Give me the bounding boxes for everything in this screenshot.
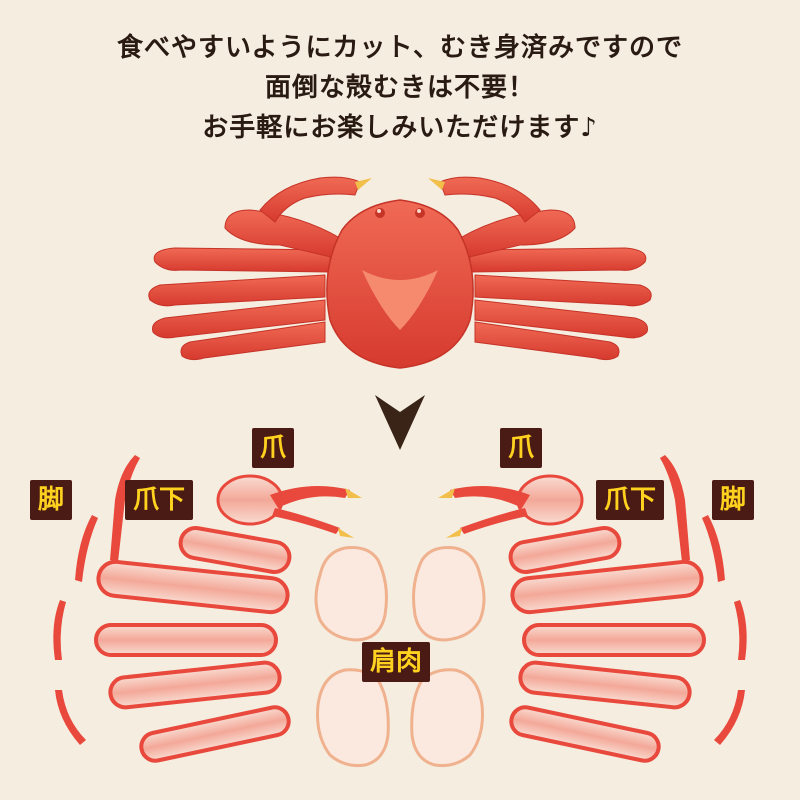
- left-cut-pieces: [53, 455, 362, 763]
- right-cut-pieces: [438, 455, 747, 763]
- down-arrow-icon: [375, 395, 425, 450]
- label-kyaku-right: 脚: [712, 480, 755, 520]
- headline: 食べやすいようにカット、むき身済みですので 面倒な殻むきは不要！ お手軽にお楽し…: [0, 28, 800, 148]
- headline-line-1: 食べやすいようにカット、むき身済みですので: [117, 33, 683, 63]
- headline-line-2: 面倒な殻むきは不要！: [264, 73, 535, 103]
- label-tsumeshita-right: 爪下: [596, 480, 665, 520]
- headline-line-3: お手軽にお楽しみいただけます♪: [202, 113, 598, 143]
- label-tsume-right: 爪: [500, 428, 543, 468]
- shoulder-meat: [314, 546, 486, 767]
- whole-crab: [148, 176, 652, 369]
- label-tsume-left: 爪: [252, 428, 295, 468]
- label-kataniku: 肩肉: [362, 642, 431, 682]
- label-tsumeshita-left: 爪下: [125, 480, 194, 520]
- label-kyaku-left: 脚: [30, 480, 73, 520]
